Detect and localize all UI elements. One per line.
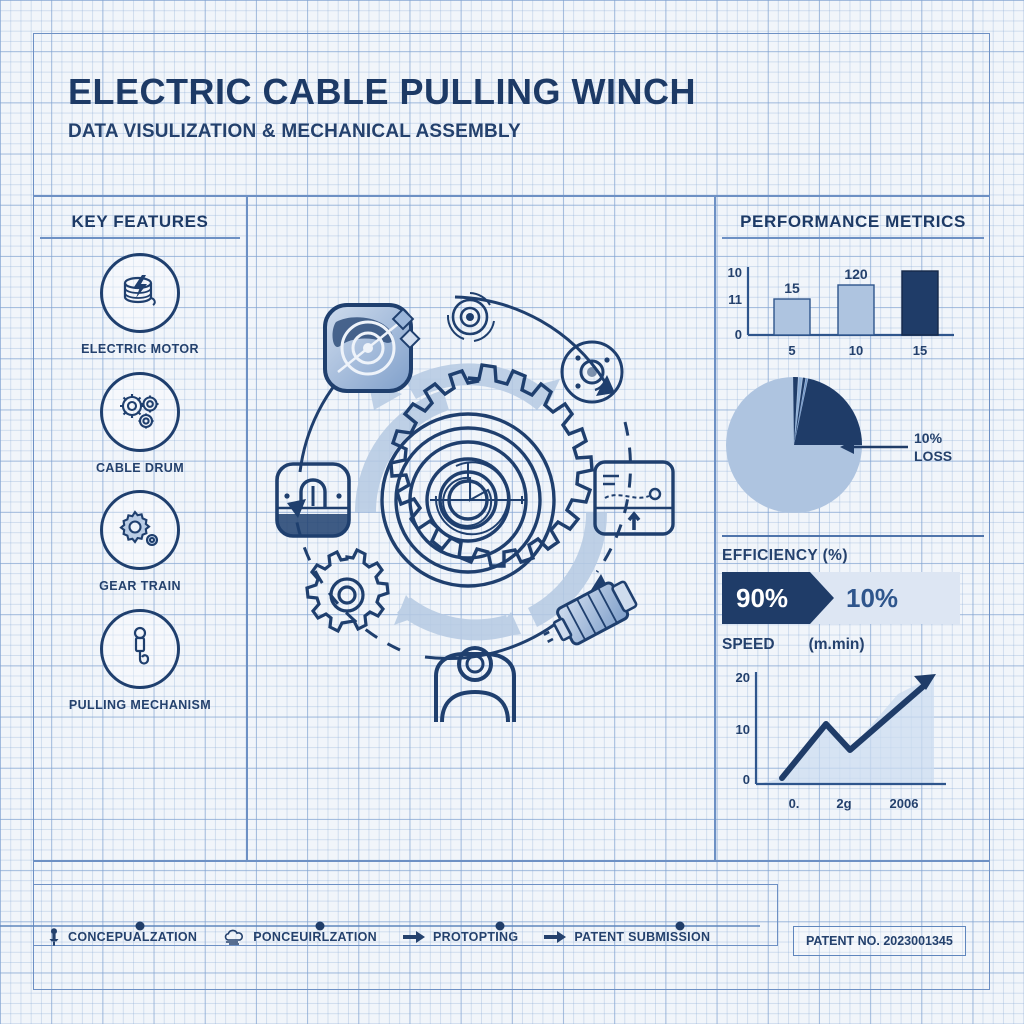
bar-label-1: 120 xyxy=(844,266,868,282)
process-steps: CONCEPUALZATION PONCEUIRLZATION PROTOPTI… xyxy=(48,928,710,946)
pie-slice-sliver-2 xyxy=(794,377,802,445)
speed-ytick-1: 10 xyxy=(736,722,750,737)
speed-area-fill xyxy=(758,676,934,784)
control-box xyxy=(593,460,675,536)
icon-circle xyxy=(100,490,180,571)
timeline-nodes xyxy=(135,921,685,931)
sidebar-item-label: CABLE DRUM xyxy=(95,460,185,475)
bar-xtick-1: 10 xyxy=(849,343,863,358)
roller-guide xyxy=(434,646,516,723)
speed-ytick-2: 20 xyxy=(736,670,750,685)
step-label: CONCEPUALZATION xyxy=(68,930,198,944)
pie-chart: 10% LOSS xyxy=(722,369,984,521)
metrics-divider xyxy=(714,195,716,860)
speed-xtick-2: 2006 xyxy=(890,796,919,811)
pie-callout-arrow-icon xyxy=(840,440,854,454)
bar-0 xyxy=(773,298,811,336)
icon-circle xyxy=(100,253,180,333)
sidebar-item-label: PULLING MECHANISM xyxy=(68,697,212,712)
electric-motor xyxy=(543,580,638,646)
timeline-step-prototyping[interactable]: PROTOPTING xyxy=(402,930,519,944)
patent-number-badge: PATENT NO. 2023001345 xyxy=(793,926,966,956)
bar-chart: 10 11 0 15 120 5 10 15 xyxy=(722,257,984,367)
bearing-small xyxy=(446,292,495,342)
footer-box xyxy=(33,884,778,946)
efficiency-section-divider xyxy=(722,535,984,537)
sidebar-item-electric-motor[interactable]: ELECTRIC MOTOR xyxy=(40,253,240,358)
gears-icon xyxy=(120,393,159,429)
bar-ytick-1: 11 xyxy=(728,292,742,307)
bearing-plate xyxy=(560,340,624,404)
pie-annotation-value: 10% xyxy=(914,430,943,446)
brake-unit xyxy=(275,462,351,538)
rotation-arrows xyxy=(354,363,608,641)
speed-arrow-icon xyxy=(914,674,936,690)
drum-lightning-icon xyxy=(123,275,156,306)
efficiency-title: EFFICIENCY (%) xyxy=(722,547,848,564)
speed-header: SPEED (m.min) xyxy=(722,636,984,654)
sidebar-divider xyxy=(246,195,248,860)
sidebar-item-pulling-mechanism[interactable]: PULLING MECHANISM xyxy=(40,608,240,714)
performance-metrics-heading: PERFORMANCE METRICS xyxy=(722,212,984,239)
pie-annotation-label: LOSS xyxy=(914,448,952,464)
page-subtitle: DATA VISULIZATION & MECHANICAL ASSEMBLY xyxy=(68,120,521,142)
key-features-panel: KEY FEATURES ELECTRIC MOTOR xyxy=(40,212,240,714)
sidebar-item-label: GEAR TRAIN xyxy=(99,579,181,594)
speed-xtick-0: 0. xyxy=(789,796,800,811)
page-header: ELECTRIC CABLE PULLING WINCH DATA VISULI… xyxy=(68,72,968,143)
bar-1 xyxy=(837,284,875,336)
speed-label: SPEED xyxy=(722,636,775,653)
speed-xtick-1: 2ɡ xyxy=(836,796,851,811)
hook-icon xyxy=(133,626,150,665)
sidebar-item-label: ELECTRIC MOTOR xyxy=(81,342,199,356)
page-title: ELECTRIC CABLE PULLING WINCH xyxy=(68,71,696,112)
efficiency-bar: 90% 10% xyxy=(722,572,960,624)
pie-slice-sliver-1 xyxy=(793,376,798,445)
efficiency-value: 90% xyxy=(736,582,789,613)
sidebar-item-gear-train[interactable]: GEAR TRAIN xyxy=(40,490,240,595)
bar-xtick-0: 5 xyxy=(788,343,795,358)
speed-unit: (m.min) xyxy=(808,636,865,653)
header-divider xyxy=(33,195,990,197)
cable-drum-pulley xyxy=(323,303,421,393)
winch-assembly-diagram xyxy=(275,292,675,723)
bar-label-0: 15 xyxy=(784,280,800,296)
performance-metrics-panel: PERFORMANCE METRICS 10 11 0 15 120 5 10 … xyxy=(722,212,984,818)
speed-ytick-0: 0 xyxy=(743,772,750,787)
bar-xtick-2: 15 xyxy=(913,343,927,358)
bar-2 xyxy=(901,270,939,336)
speed-line xyxy=(779,681,929,781)
arrow-right-icon xyxy=(544,931,567,943)
main-gear xyxy=(380,363,594,588)
pie-slice-sliver-3 xyxy=(794,377,806,445)
bar-ytick-2: 0 xyxy=(735,327,742,342)
efficiency-fill: 90% xyxy=(722,572,834,624)
speed-line-chart: 20 10 0 0. 2ɡ 2006 xyxy=(722,658,984,818)
pin-icon xyxy=(49,928,59,946)
step-label: PROTOPTING xyxy=(432,930,519,944)
pie-slice-sliver-4 xyxy=(794,378,808,445)
key-features-heading: KEY FEATURES xyxy=(40,212,240,239)
cloud-icon xyxy=(225,929,244,945)
efficiency-remainder-value: 10% xyxy=(846,582,899,613)
timeline-step-conceptualization[interactable]: CONCEPUALZATION xyxy=(48,928,197,946)
pie-slice-loss xyxy=(794,378,862,445)
sidebar-item-cable-drum[interactable]: CABLE DRUM xyxy=(40,371,240,477)
timeline-step-ponceuirlzation[interactable]: PONCEUIRLZATION xyxy=(223,929,377,945)
efficiency-chart: EFFICIENCY (%) 90% 10% xyxy=(722,547,984,624)
icon-circle xyxy=(100,608,180,689)
step-label: PONCEUIRLZATION xyxy=(253,930,377,944)
speed-axes xyxy=(754,672,946,786)
bar-ytick-0: 10 xyxy=(728,265,742,280)
icon-circle xyxy=(100,371,180,452)
step-label: PATENT SUBMISSION xyxy=(574,930,711,944)
gear-icon xyxy=(119,510,159,547)
timeline-step-patent-submission[interactable]: PATENT SUBMISSION xyxy=(544,930,710,944)
blueprint-frame xyxy=(33,33,990,990)
footer-divider xyxy=(33,860,990,862)
spur-gear xyxy=(305,547,390,634)
arrow-right-icon xyxy=(402,931,425,943)
process-timeline xyxy=(0,921,760,931)
